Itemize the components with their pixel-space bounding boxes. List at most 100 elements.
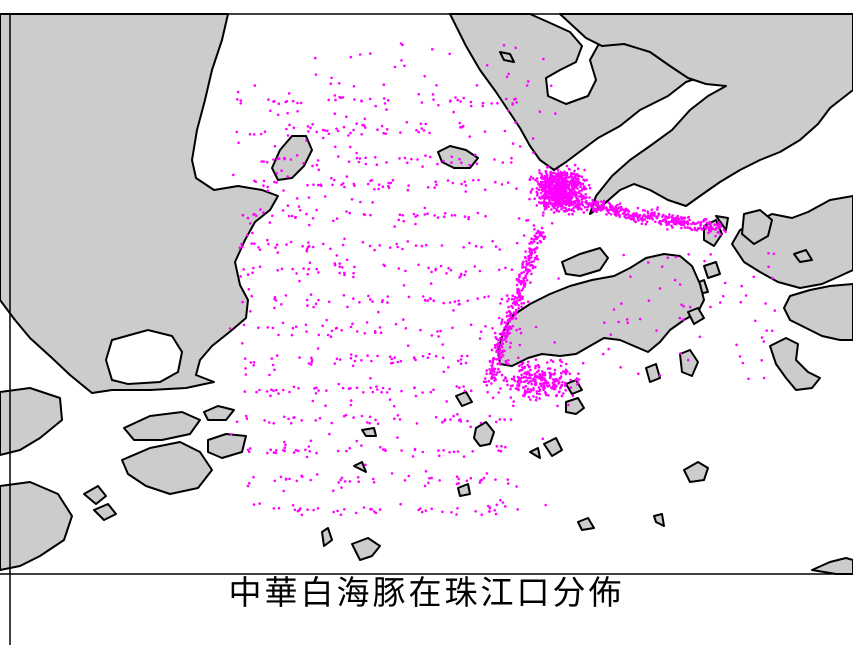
sighting-point: [239, 102, 242, 105]
sighting-point: [464, 184, 468, 187]
sighting-point: [428, 352, 431, 356]
sighting-point: [506, 314, 510, 318]
sighting-point: [528, 372, 531, 376]
sighting-point: [560, 360, 564, 364]
sighting-point: [270, 357, 274, 360]
sighting-point: [518, 145, 522, 148]
sighting-point: [244, 367, 247, 370]
sighting-point: [380, 300, 384, 304]
sighting-point: [544, 393, 548, 397]
sighting-point: [569, 386, 573, 389]
sighting-point: [345, 210, 348, 213]
sighting-point: [502, 334, 505, 337]
sighting-point: [397, 267, 401, 270]
sighting-point: [501, 350, 504, 353]
sighting-point: [460, 161, 463, 165]
sighting-point: [362, 124, 366, 127]
sighting-point: [643, 218, 647, 221]
sighting-point: [474, 244, 478, 248]
sighting-point: [400, 449, 403, 452]
sighting-point: [414, 244, 418, 247]
sighting-point: [539, 375, 543, 378]
sighting-point: [655, 329, 658, 332]
sighting-point: [647, 299, 651, 303]
sighting-point: [469, 323, 473, 327]
sighting-point: [490, 348, 494, 352]
sighting-point: [529, 175, 533, 179]
sighting-point: [483, 377, 487, 380]
sighting-point: [438, 454, 441, 458]
sighting-point: [281, 209, 285, 212]
sighting-point: [400, 389, 403, 393]
sighting-point: [548, 200, 551, 204]
sighting-point: [253, 84, 257, 87]
sighting-point: [451, 181, 455, 185]
sighting-point: [310, 356, 313, 360]
sighting-point: [556, 404, 559, 408]
sighting-point: [385, 128, 389, 131]
sighting-point: [365, 321, 369, 324]
island-southwest-7: [93, 503, 117, 521]
sighting-point: [534, 257, 537, 261]
sighting-point: [306, 272, 310, 276]
sighting-point: [350, 198, 354, 201]
sighting-point: [431, 93, 435, 96]
sighting-point: [266, 238, 269, 242]
sighting-point: [311, 399, 315, 403]
sighting-point: [370, 179, 374, 182]
sighting-point: [535, 190, 539, 194]
sighting-point: [687, 253, 690, 256]
sighting-point: [557, 190, 561, 194]
sighting-point: [571, 192, 574, 195]
sighting-point: [272, 389, 275, 393]
sighting-point: [337, 481, 341, 484]
sighting-point: [276, 113, 280, 117]
sighting-point: [283, 157, 286, 161]
sighting-point: [533, 372, 537, 376]
sighting-point: [503, 321, 507, 324]
sighting-point: [494, 245, 498, 248]
sighting-point: [566, 194, 569, 198]
sighting-point: [552, 387, 556, 391]
sighting-point: [760, 336, 764, 339]
sighting-point: [355, 151, 358, 155]
island-southwest-4: [207, 433, 247, 459]
sighting-point: [551, 197, 555, 200]
sighting-point: [509, 387, 512, 391]
sighting-point: [307, 267, 311, 271]
sighting-point: [334, 98, 337, 102]
sighting-point: [537, 386, 541, 389]
sighting-point: [340, 329, 344, 332]
sighting-point: [478, 269, 482, 273]
sighting-point: [573, 169, 576, 173]
sighting-point: [549, 359, 553, 362]
sighting-point: [369, 377, 372, 380]
sighting-point: [403, 479, 407, 482]
sighting-point: [305, 212, 308, 216]
sighting-point: [262, 211, 265, 214]
sighting-point: [414, 394, 418, 398]
sighting-point: [449, 99, 452, 102]
sighting-point: [644, 215, 647, 218]
sighting-point: [605, 213, 608, 216]
sighting-point: [494, 420, 498, 424]
sighting-point: [243, 357, 247, 360]
sighting-point: [554, 204, 558, 207]
sighting-point: [770, 329, 774, 333]
sighting-point: [452, 309, 455, 312]
sighting-point: [577, 372, 580, 376]
sighting-point: [677, 222, 681, 225]
sighting-point: [455, 475, 459, 479]
sighting-point: [560, 186, 563, 190]
sighting-point: [349, 403, 353, 407]
sighting-point: [275, 388, 278, 392]
sighting-point: [515, 187, 518, 190]
sighting-point: [359, 200, 362, 204]
sighting-point: [591, 198, 594, 202]
sighting-point: [378, 326, 382, 329]
sighting-point: [600, 200, 603, 203]
sighting-point: [391, 178, 395, 182]
sighting-point: [534, 178, 537, 182]
sighting-point: [329, 335, 333, 339]
sighting-point: [481, 104, 485, 108]
